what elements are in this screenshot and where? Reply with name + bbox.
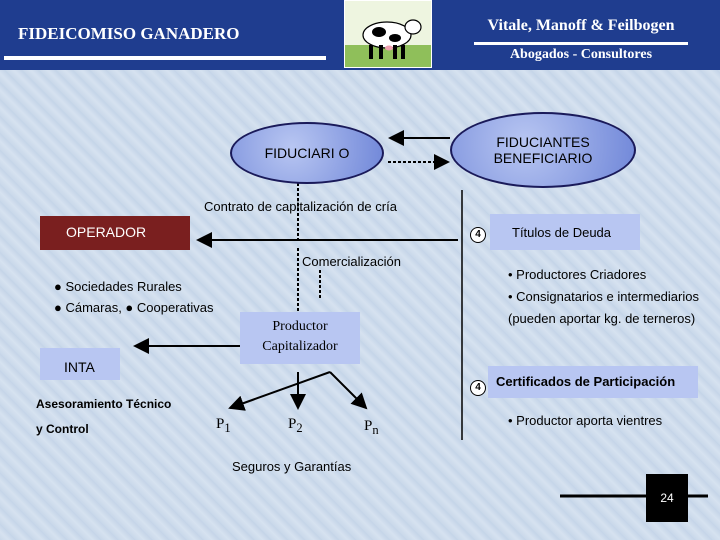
operador-box <box>40 216 190 250</box>
page-number-box <box>646 474 688 522</box>
firm-name: Vitale, Manoff & Feilbogen <box>487 17 675 34</box>
asesoramiento-label: Asesoramiento Técnico <box>36 397 172 411</box>
pn-base: P <box>364 418 373 434</box>
firm-underline <box>474 42 688 45</box>
pn-label: Pn <box>364 418 379 438</box>
certificados-label: Certificados de Participación <box>496 374 676 389</box>
operador-label: OPERADOR <box>66 224 147 240</box>
sociedades-label: ● Sociedades Rurales <box>54 279 182 294</box>
page-number: 24 <box>660 491 674 505</box>
inta-label: INTA <box>64 359 95 375</box>
seguros-label: Seguros y Garantías <box>232 459 352 474</box>
pueden-aportar-label: (pueden aportar kg. de terneros) <box>508 311 696 326</box>
contrato-label: Contrato de capitalización de cría <box>204 199 397 214</box>
p2-base: P <box>288 416 297 432</box>
p1-base: P <box>216 416 225 432</box>
badge-titulos: 4 <box>470 227 486 243</box>
certificados-box <box>488 366 698 398</box>
consignatarios-label: • Consignatarios e intermediarios <box>508 289 699 304</box>
p2-sub: 2 <box>296 421 303 435</box>
titulos-label: Títulos de Deuda <box>512 225 612 240</box>
arrow-to-p1 <box>228 371 331 411</box>
cow-icon <box>344 0 432 68</box>
inta-box <box>40 348 120 380</box>
productor-aporta-label: • Productor aporta vientres <box>508 413 663 428</box>
y-control-label: y Control <box>36 422 89 436</box>
fiduciario-node: FIDUCIARI O <box>230 122 384 184</box>
header-bar: FIDEICOMISO GANADERO Vitale, Manoff & Fe… <box>0 0 720 70</box>
productores-criadores-label: • Productores Criadores <box>508 267 647 282</box>
fiduciantes-node: FIDUCIANTES BENEFICIARIO <box>450 112 636 188</box>
firm-subtitle: Abogados - Consultores <box>509 47 653 62</box>
p2-label: P2 <box>288 416 303 436</box>
fiduciario-label: FIDUCIARI O <box>264 145 350 161</box>
comercializacion-label: Comercialización <box>302 254 401 269</box>
titulos-box <box>490 214 640 250</box>
p1-sub: 1 <box>224 421 231 435</box>
productor-box <box>240 312 360 364</box>
title-underline <box>4 56 326 60</box>
fiduciantes-label: FIDUCIANTES BENEFICIARIO <box>493 134 593 166</box>
page-title: FIDEICOMISO GANADERO <box>18 24 240 43</box>
camaras-label: ● Cámaras, ● Cooperativas <box>54 300 214 315</box>
pn-sub: n <box>372 423 379 437</box>
badge-certificados: 4 <box>470 380 486 396</box>
p1-label: P1 <box>216 416 231 436</box>
arrow-to-pn <box>329 371 368 410</box>
productor-label: Productor Capitalizador <box>262 319 338 354</box>
